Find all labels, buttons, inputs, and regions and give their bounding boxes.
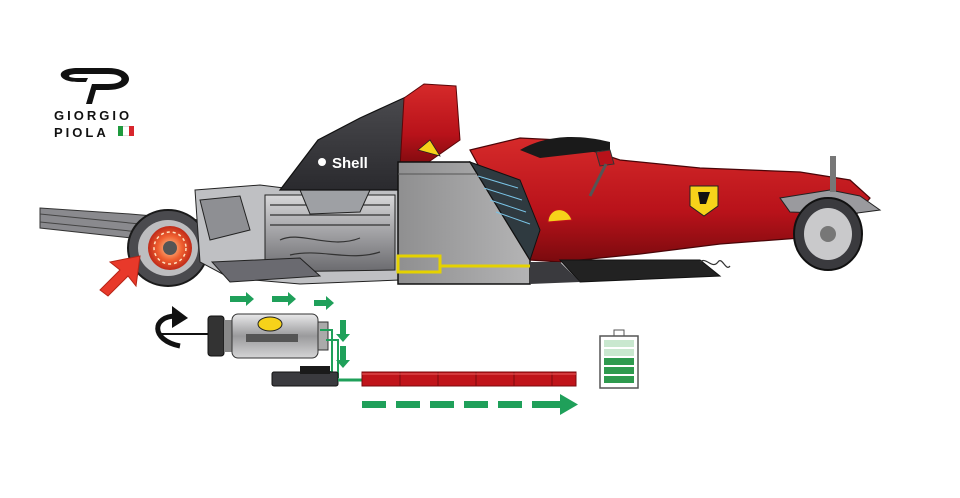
giorgio-piola-logo: GIORGIO PIOLA	[48, 62, 148, 142]
curved-arrow-icon	[155, 306, 210, 349]
italian-flag-icon	[118, 126, 134, 136]
engine-bay	[194, 184, 401, 285]
control-unit	[271, 366, 362, 387]
roll-hoop	[399, 83, 461, 169]
charge-flow-arrow	[362, 394, 578, 415]
shell-sponsor-label: Shell	[332, 155, 368, 172]
shell-logo-icon	[318, 158, 326, 166]
red-arrow-icon	[99, 255, 141, 297]
signature	[699, 259, 731, 268]
logo-line-2: PIOLA	[54, 125, 109, 140]
motor-generator-unit	[207, 313, 329, 359]
gp-logo-icon	[60, 68, 130, 104]
battery-pack	[361, 371, 577, 387]
chassis	[468, 136, 882, 284]
logo-line-1: GIORGIO	[54, 108, 133, 123]
flow-arrows-top	[230, 292, 350, 368]
battery-icon	[599, 329, 639, 389]
mgu-badge-icon	[257, 316, 283, 332]
warning-icon	[417, 139, 441, 157]
front-wheel	[793, 197, 863, 271]
shell-emblem-icon	[547, 209, 573, 223]
rear-wheel	[127, 209, 209, 287]
